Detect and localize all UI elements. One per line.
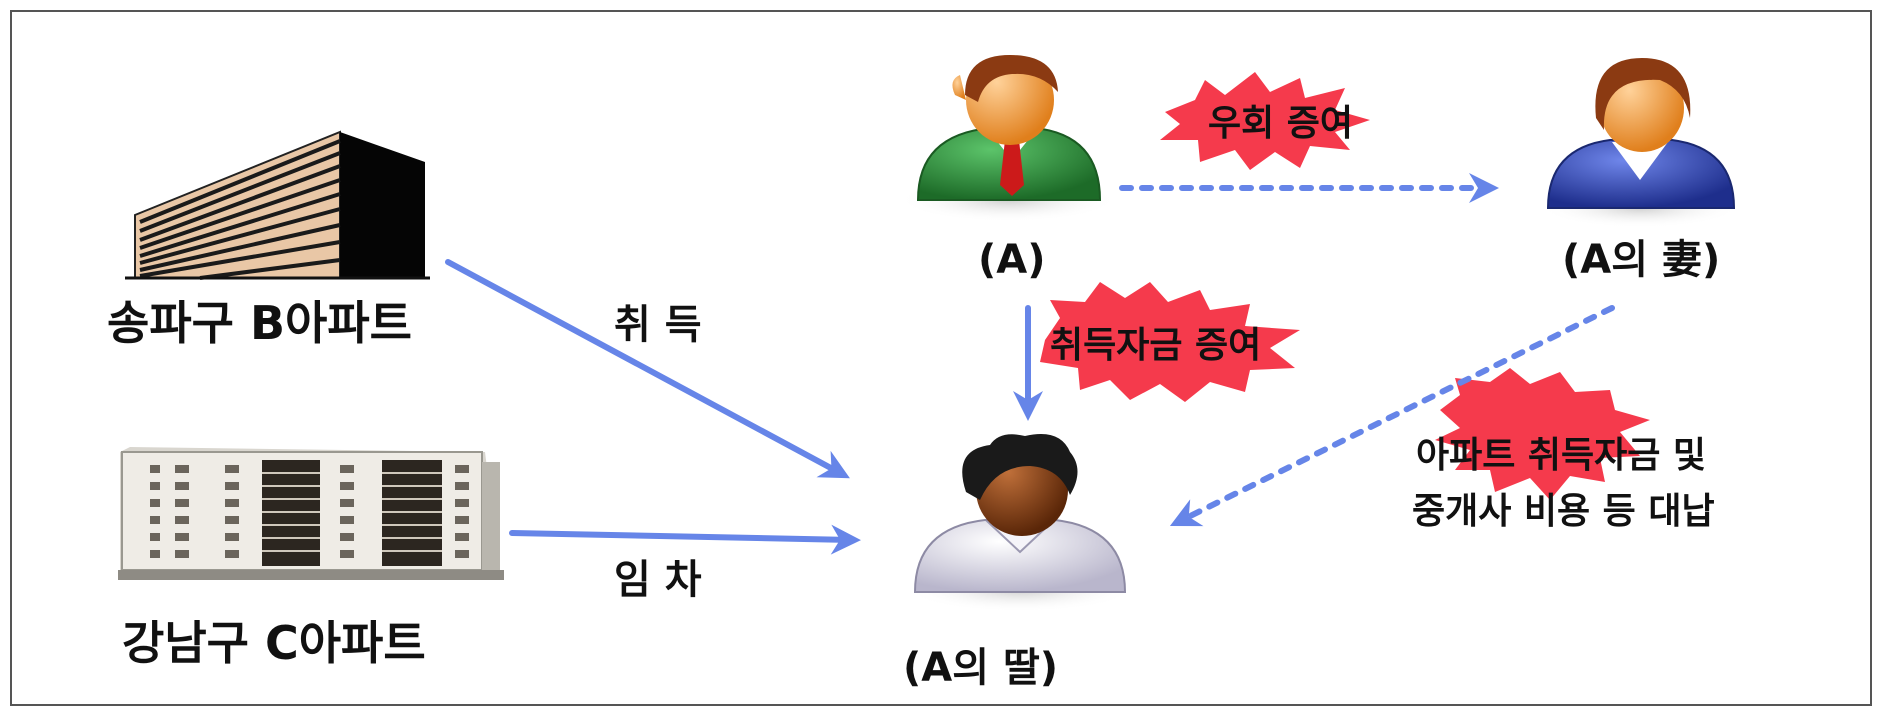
arrow-repay <box>1169 305 1615 527</box>
burst-funds-gift <box>1040 282 1300 402</box>
building-c-icon <box>118 447 504 580</box>
label-building-b: 송파구 B아파트 <box>107 296 412 350</box>
person-daughter-icon <box>905 434 1135 612</box>
person-a-icon <box>898 55 1118 222</box>
building-b-icon <box>125 130 430 280</box>
burst-repay <box>1435 368 1650 500</box>
label-bypass-gift: 우회 증여 <box>1208 103 1354 144</box>
person-wife-icon <box>1540 58 1740 228</box>
label-funds-gift: 취득자금 증여 <box>1050 325 1262 366</box>
label-lease: 임 차 <box>614 557 702 603</box>
arrow-acquire <box>445 259 850 479</box>
label-person-a: (A) <box>978 237 1046 283</box>
label-person-daughter: (A의 딸) <box>903 645 1059 691</box>
label-person-wife: (A의 妻) <box>1562 237 1721 283</box>
arrow-lease <box>509 524 861 555</box>
label-building-c: 강남구 C아파트 <box>122 616 426 670</box>
burst-bypass-gift <box>1160 72 1370 170</box>
label-repay-line1: 아파트 취득자금 및 <box>1416 435 1707 476</box>
label-acquire: 취 득 <box>614 302 702 348</box>
label-repay-line2: 중개사 비용 등 대납 <box>1412 491 1715 532</box>
